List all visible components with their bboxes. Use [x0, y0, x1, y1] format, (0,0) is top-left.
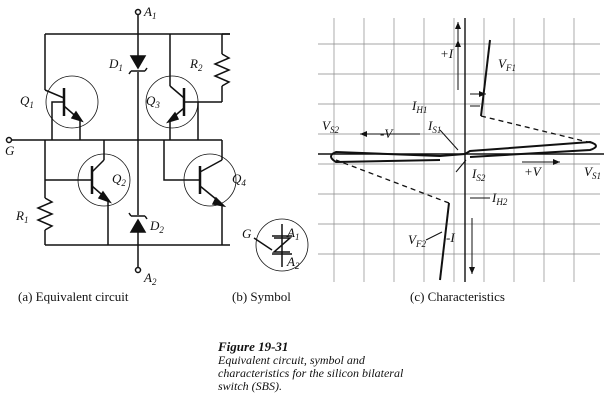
- label-minus-i: -I: [446, 230, 455, 245]
- label-vf1: VF1: [498, 56, 516, 73]
- label-q4: Q4: [232, 171, 246, 188]
- label-q2: Q2: [112, 171, 126, 188]
- figure-caption: Equivalent circuit, symbol and character…: [218, 353, 404, 393]
- figure-number: Figure 19-31: [218, 339, 289, 354]
- label-is2: IS2: [471, 166, 486, 183]
- negative-resistance-positive: [480, 115, 593, 144]
- caption-characteristics: (c) Characteristics: [410, 289, 505, 304]
- label-plus-v: +V: [524, 164, 543, 179]
- equivalent-circuit: [5, 8, 237, 274]
- label-ih2: IH2: [491, 190, 508, 207]
- curve-forward-conduction: [480, 39, 491, 117]
- terminal-a1: [134, 8, 142, 16]
- terminal-a2: [134, 266, 142, 274]
- label-vs2: VS2: [322, 118, 339, 135]
- label-vs1: VS1: [584, 164, 601, 181]
- label-gate: G: [5, 143, 15, 158]
- label-r2: R2: [189, 56, 203, 73]
- label-r1: R1: [15, 208, 28, 225]
- characteristics-plot: [318, 18, 604, 282]
- curve-negative-blocking: [330, 150, 466, 164]
- resistor-r2: [213, 53, 231, 87]
- symbol-a2: A2: [286, 254, 300, 271]
- label-q3: Q3: [146, 93, 160, 110]
- symbol-g: G: [242, 226, 252, 241]
- gate-terminal: [5, 136, 13, 144]
- label-a2: A2: [143, 270, 157, 287]
- label-a1: A1: [143, 4, 156, 21]
- zener-diode-d1: [129, 55, 147, 70]
- symbol-a1: A1: [286, 225, 299, 242]
- label-minus-v: -V: [380, 126, 394, 141]
- transistor-q1: [45, 75, 99, 129]
- label-plus-i: +I: [440, 46, 454, 61]
- sbs-symbol: [253, 218, 309, 272]
- curve-positive-blocking: [464, 140, 597, 158]
- negative-resistance-negative: [335, 159, 450, 204]
- curve-reverse-conduction: [439, 202, 450, 281]
- resistor-r1: [36, 197, 54, 231]
- grid: [318, 18, 600, 282]
- label-q1: Q1: [20, 93, 34, 110]
- caption-symbol: (b) Symbol: [232, 289, 291, 304]
- zener-diode-d2: [129, 218, 147, 233]
- label-d2: D2: [149, 218, 164, 235]
- caption-equivalent-circuit: (a) Equivalent circuit: [18, 289, 129, 304]
- label-d1: D1: [108, 56, 123, 73]
- label-is1: IS1: [427, 118, 441, 135]
- label-vf2: VF2: [408, 232, 426, 249]
- label-ih1: IH1: [411, 98, 427, 115]
